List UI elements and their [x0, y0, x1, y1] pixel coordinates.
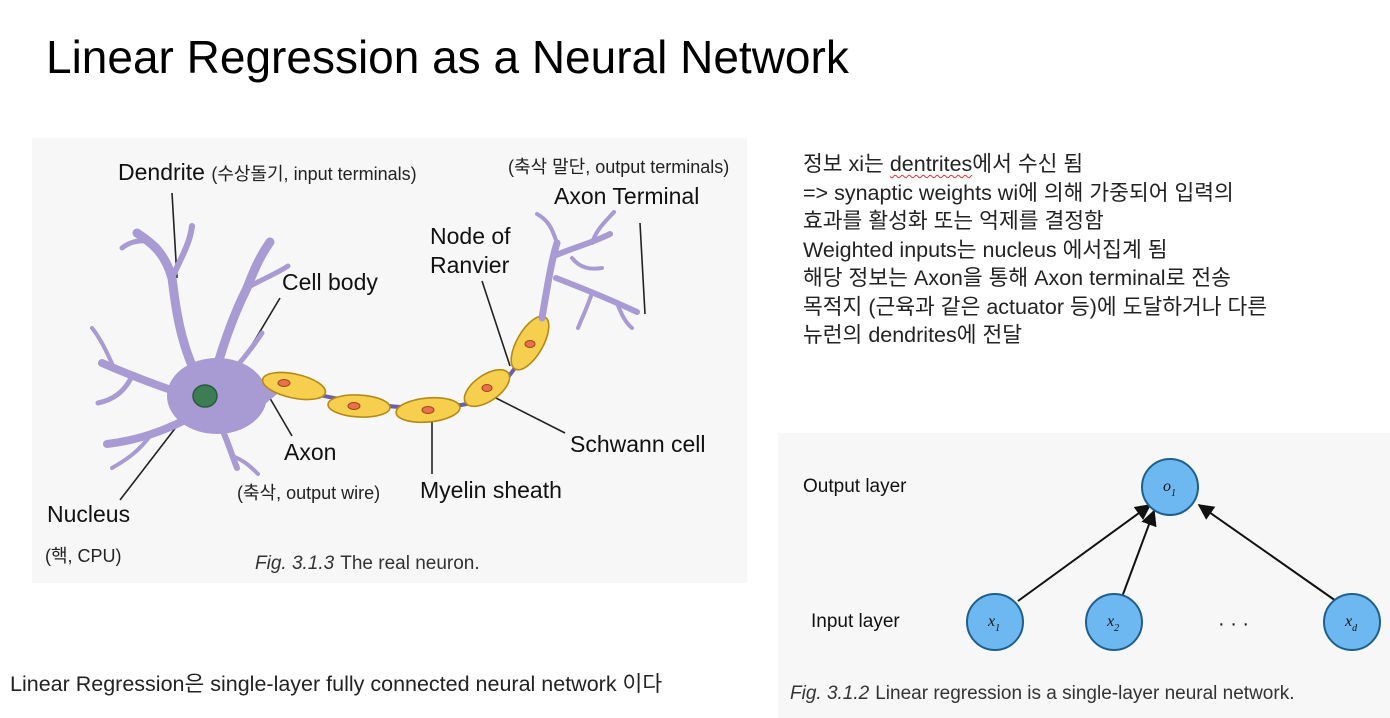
notes-line: 해당 정보는 Axon을 통해 Axon terminal로 전송: [803, 266, 1231, 290]
node-of-ranvier-label-line2: Ranvier: [430, 252, 510, 278]
network-caption-fig: Fig. 3.1.2: [790, 683, 870, 704]
notes-line: 목적지 (근육과 같은 actuator 등)에 도달하거나 다른: [803, 294, 1268, 319]
schwann-leader-line: [491, 395, 566, 434]
input-node-xd: [1323, 593, 1381, 651]
notes-line: => synaptic weights wi에 의해 가중되어 입력의: [803, 180, 1234, 205]
nucleus-shape: [192, 384, 218, 408]
neuron-illustration: [90, 192, 646, 501]
x1-label: x1: [987, 613, 1000, 634]
myelin-sheath-label: Myelin sheath: [420, 477, 562, 503]
spellcheck-underlined-word: dentrites: [889, 152, 973, 176]
notes-text: 정보 xi는 dentrites에서 수신 됨 => synaptic weig…: [803, 150, 1373, 350]
bottom-statement: Linear Regression은 single-layer fully co…: [10, 672, 663, 696]
input-node-x2: [1085, 593, 1143, 651]
dendrites: [90, 223, 291, 476]
neuron-caption-text: The real neuron.: [340, 553, 480, 574]
axon-terminal-label: Axon Terminal: [554, 183, 700, 209]
dendrite-note: (수상돌기, input terminals): [211, 164, 417, 184]
dendrite-label: Dendrite (수상돌기, input terminals): [118, 159, 417, 185]
notes-line: 뉴런의 dendrites에 전달: [803, 323, 1023, 347]
schwann-cell-label: Schwann cell: [570, 431, 706, 457]
notes-line: 정보 xi는 dentrites에서 수신 됨: [803, 152, 1084, 176]
axon-note: (축삭, output wire): [237, 483, 381, 503]
output-node-o1: [1141, 458, 1199, 516]
neuron-caption-fig: Fig. 3.1.3: [255, 553, 335, 574]
axon-terminal-note: (축삭 말단, output terminals): [508, 157, 730, 177]
nucleus-label: Nucleus: [47, 501, 131, 527]
axon-terminal-branches: [535, 210, 640, 330]
input-node-x1: [966, 593, 1024, 651]
axon-label: Axon: [284, 439, 337, 465]
neuron-figure: Dendrite (수상돌기, input terminals) (축삭 말단,…: [32, 138, 747, 583]
ellipsis: · · ·: [1218, 613, 1249, 635]
o1-label: o1: [1163, 478, 1176, 499]
axon-terminal-leader-line: [639, 222, 646, 315]
input-layer-label: Input layer: [811, 611, 900, 632]
ranvier-leader-line: [481, 280, 511, 367]
node-of-ranvier-label-line1: Node of: [430, 223, 511, 249]
network-diagram: o1 x1 x2 xd · · ·: [966, 458, 1381, 651]
myelin-segments: [261, 315, 550, 424]
nucleus-note: (핵, CPU): [45, 546, 122, 566]
notes-line: Weighted inputs는 nucleus 에서집계 됨: [803, 237, 1168, 262]
output-layer-label: Output layer: [803, 476, 907, 497]
edge-xd-o1: [1197, 504, 1337, 602]
xd-label: xd: [1344, 613, 1358, 634]
slide-title: Linear Regression as a Neural Network: [46, 31, 849, 83]
cell-body-label: Cell body: [282, 269, 378, 295]
network-caption-text: Linear regression is a single-layer neur…: [875, 683, 1295, 704]
notes-line: 효과를 활성화 또는 억제를 결정함: [803, 209, 1104, 233]
edge-x1-o1: [1017, 504, 1152, 602]
edge-x2-o1: [1121, 509, 1157, 598]
network-figure: o1 x1 x2 xd · · · Output layer Input lay…: [778, 433, 1390, 718]
x2-label: x2: [1106, 613, 1119, 634]
